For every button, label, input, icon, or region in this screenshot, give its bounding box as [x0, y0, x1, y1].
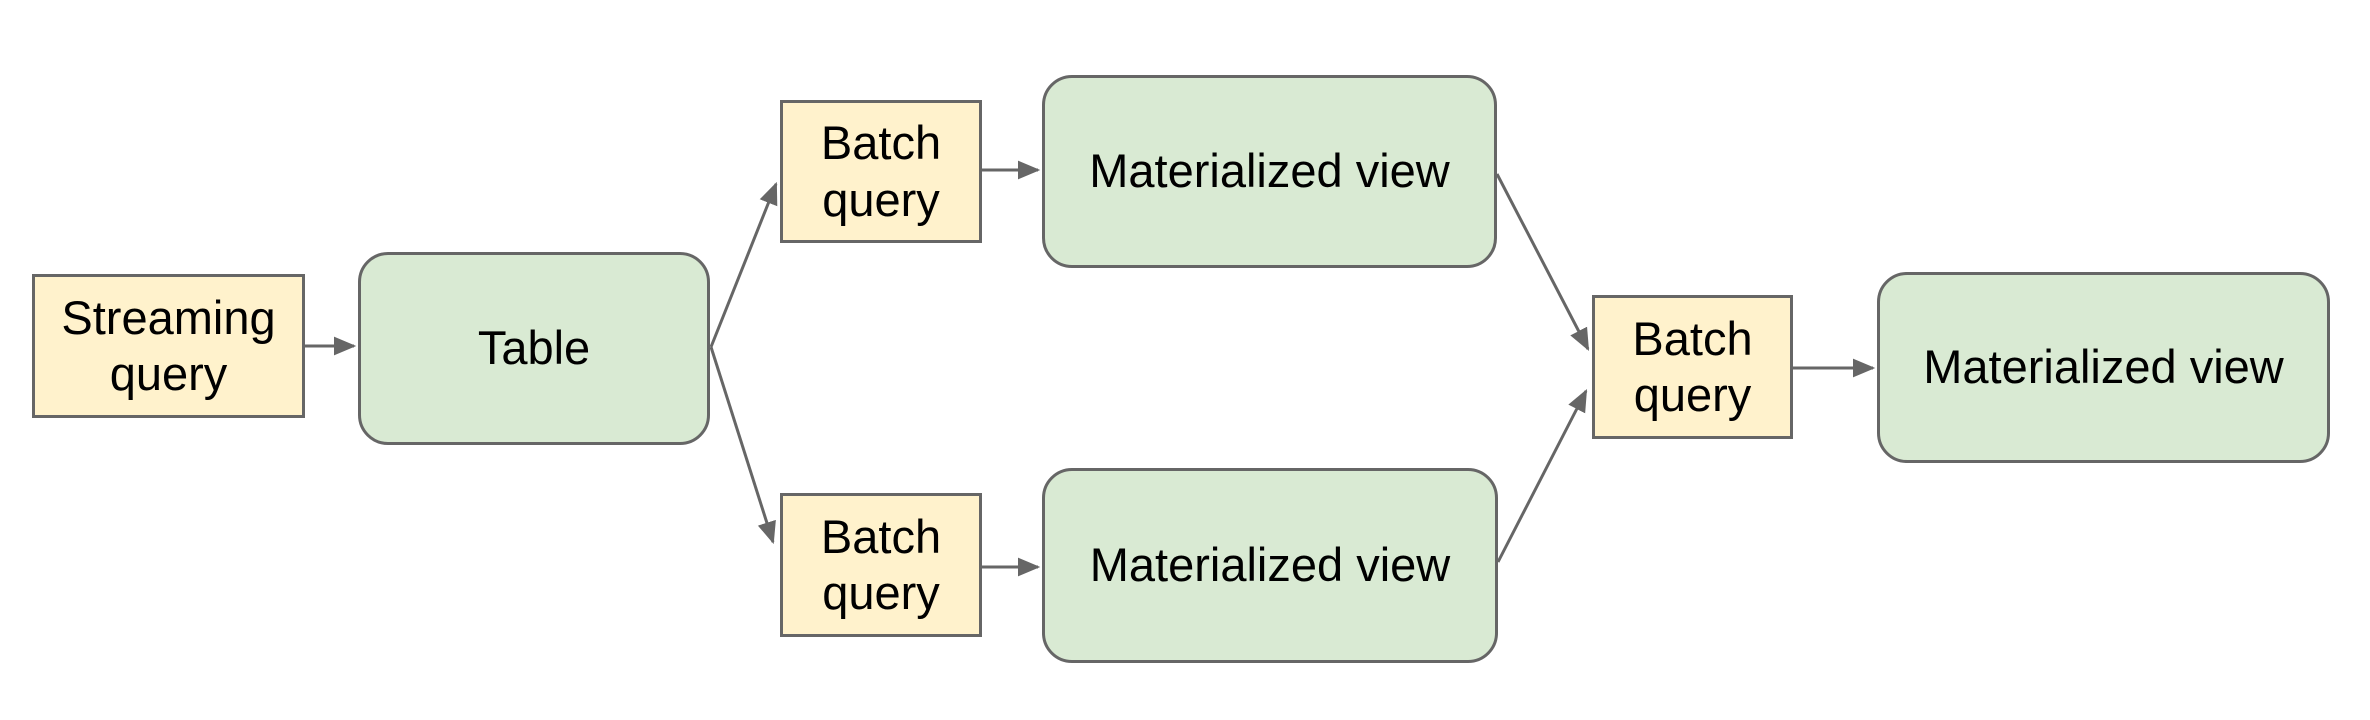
node-batch-query-bottom: Batch query — [780, 493, 982, 637]
edge-mv-bottom-to-batch-query-right — [1496, 388, 1588, 563]
node-label-batch-query-top: Batch query — [820, 116, 942, 226]
edge-mv-top-to-batch-query-right — [1495, 173, 1590, 351]
edge-table-to-batch-query-bottom — [709, 346, 776, 545]
node-label-materialized-view-right: Materialized view — [1923, 340, 2284, 394]
node-label-table: Table — [477, 321, 591, 375]
edge-table-to-batch-query-top — [709, 181, 778, 348]
node-label-streaming-query: Streaming query — [61, 290, 276, 400]
node-batch-query-right: Batch query — [1592, 295, 1793, 439]
node-label-batch-query-bottom: Batch query — [820, 509, 942, 619]
node-label-materialized-view-top: Materialized view — [1089, 144, 1450, 198]
node-materialized-view-right: Materialized view — [1877, 272, 2330, 463]
node-materialized-view-top: Materialized view — [1042, 75, 1497, 268]
node-label-materialized-view-bottom: Materialized view — [1089, 538, 1451, 592]
node-streaming-query: Streaming query — [32, 274, 305, 418]
node-label-batch-query-right: Batch query — [1632, 311, 1753, 421]
node-table: Table — [358, 252, 710, 445]
node-materialized-view-bottom: Materialized view — [1042, 468, 1498, 663]
node-batch-query-top: Batch query — [780, 100, 982, 243]
